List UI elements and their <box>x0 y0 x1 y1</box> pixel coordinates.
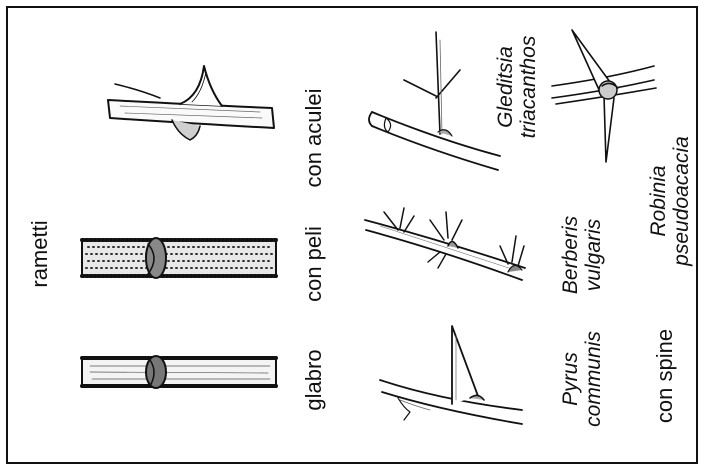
label-gleditsia-triacanthos: Gleditsia triacanthos <box>494 12 540 162</box>
robinia-thorn-drawing <box>552 30 656 162</box>
pyrus-genus: Pyrus <box>559 309 582 449</box>
berberis-genus: Berberis <box>559 185 582 325</box>
pyrus-thorn-drawing <box>380 326 522 424</box>
berberis-epithet: vulgaris <box>582 185 605 325</box>
robinia-genus: Robinia <box>647 121 670 281</box>
gleditsia-epithet: triacanthos <box>517 12 540 162</box>
label-robinia-pseudoacacia: Robinia pseudoacacia <box>647 121 693 281</box>
pyrus-epithet: communis <box>582 309 605 449</box>
label-glabro: glabro <box>302 320 326 440</box>
label-con-spine: con spine <box>653 321 677 431</box>
prickly-twig-drawing <box>108 66 274 140</box>
smooth-twig-drawing <box>82 356 276 388</box>
gleditsia-thorn-drawing <box>369 32 500 170</box>
label-con-peli: con peli <box>302 204 326 324</box>
hairy-twig-drawing <box>82 238 276 278</box>
robinia-epithet: pseudoacacia <box>670 121 693 281</box>
title-rametti: rametti <box>28 204 52 304</box>
gleditsia-genus: Gleditsia <box>494 12 517 162</box>
berberis-thorn-drawing <box>365 208 525 280</box>
label-berberis-vulgaris: Berberis vulgaris <box>559 185 605 325</box>
label-pyrus-communis: Pyrus communis <box>559 309 605 449</box>
label-con-aculei: con aculei <box>302 58 326 218</box>
